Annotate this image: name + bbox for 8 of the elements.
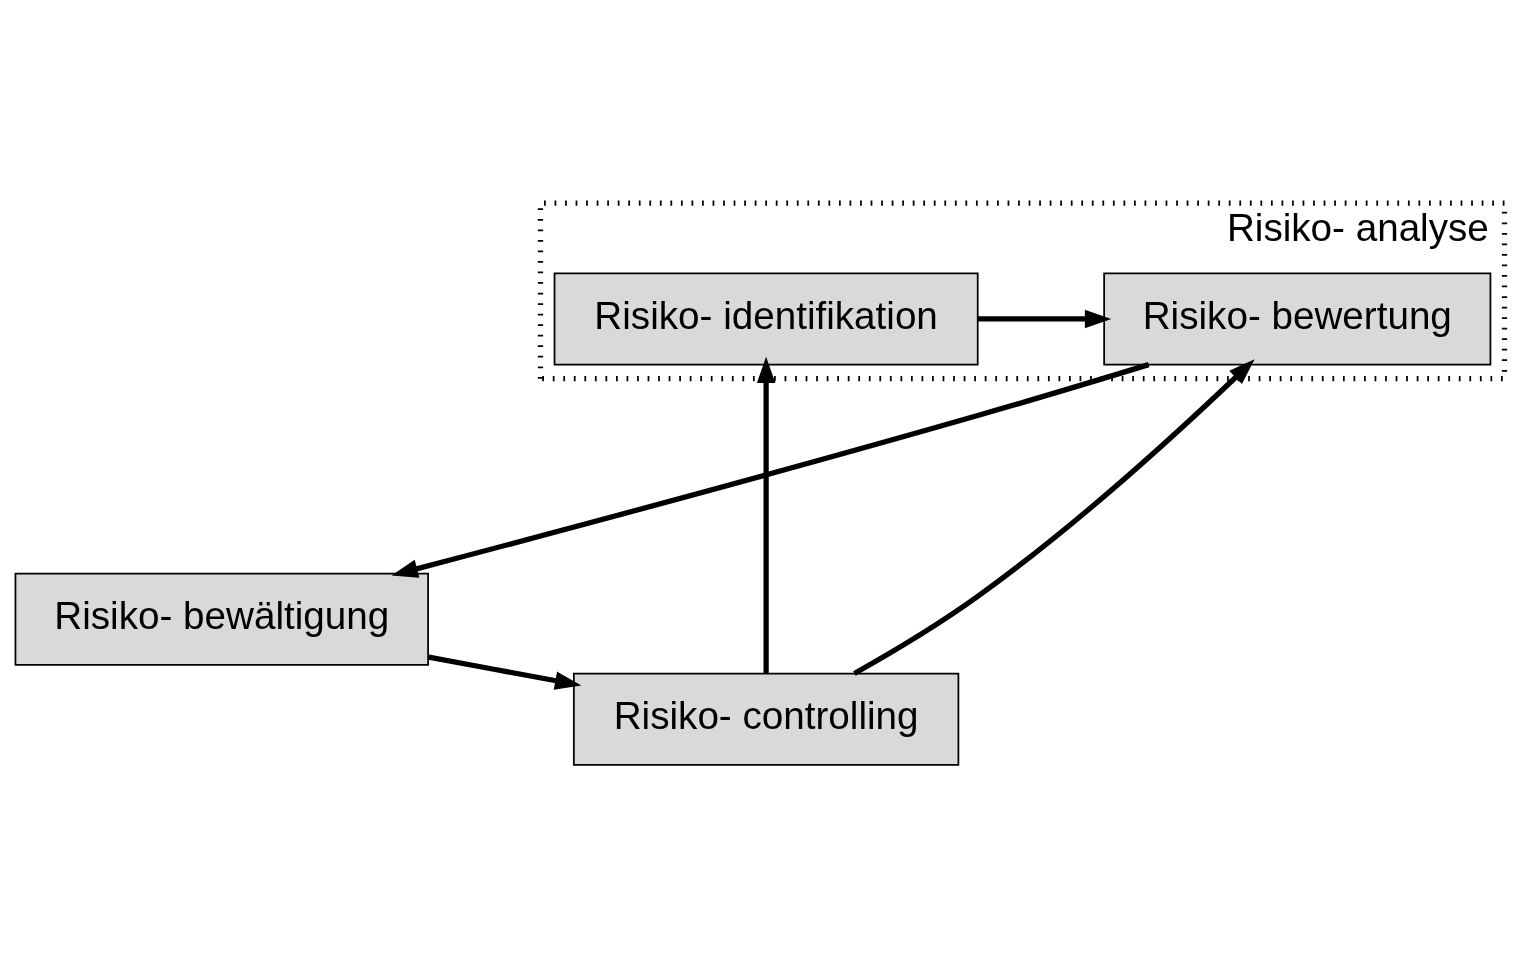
node-box: Risiko- bewertung (1103, 272, 1492, 366)
node-box: Risiko- controlling (572, 672, 960, 766)
arrow (756, 356, 776, 674)
arrow (428, 654, 582, 690)
node-box: Risiko- identifikation (553, 272, 979, 366)
node-box: Risiko- bewältigung (14, 572, 429, 666)
arrow (853, 359, 1255, 676)
arrow (977, 309, 1112, 329)
